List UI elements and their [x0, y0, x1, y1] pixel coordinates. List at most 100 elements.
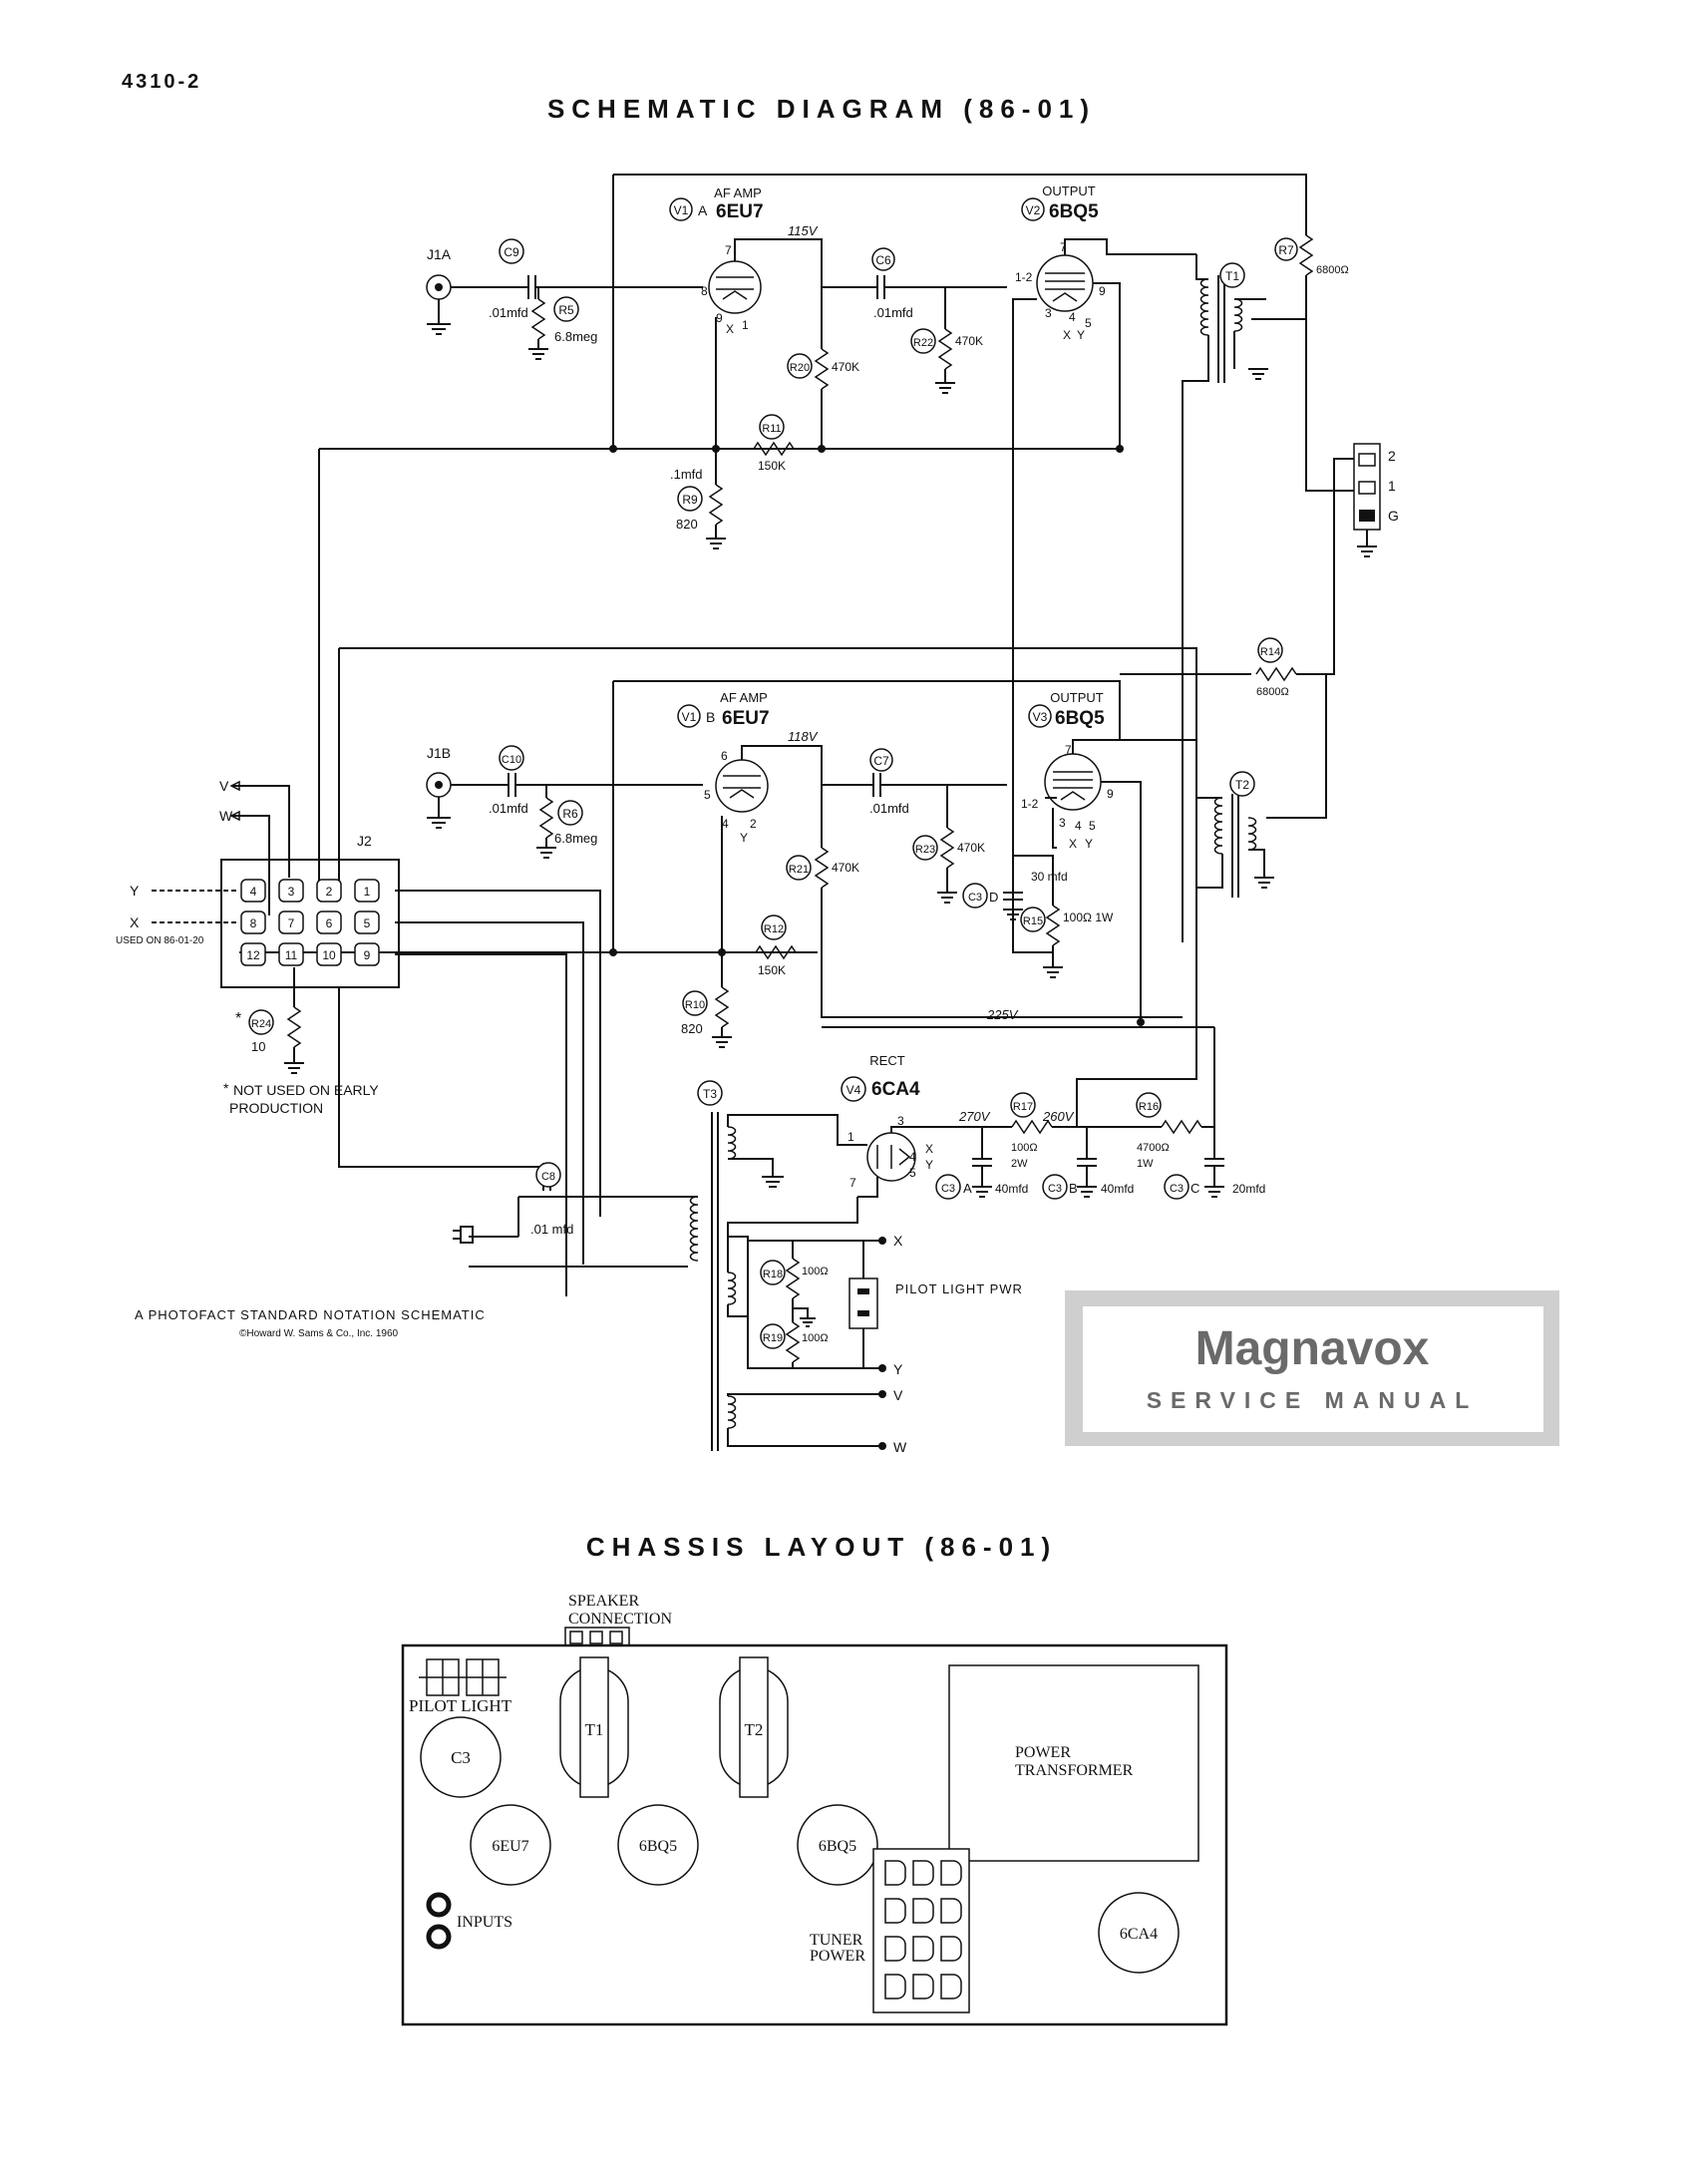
j2-pin-label: 5: [364, 916, 371, 930]
tuner-power-pin: [884, 1898, 906, 1924]
speaker-terminal-2: [1358, 453, 1376, 467]
tuner-power-pin: [912, 1860, 934, 1886]
t2-core: [1231, 794, 1239, 898]
r12-ref-circle: [761, 914, 787, 940]
r7-ref: R7: [1278, 243, 1294, 257]
v4-pin3: 3: [897, 1114, 904, 1128]
c10-value: .01mfd: [489, 801, 528, 816]
speaker-terminal-1-label: 1: [1388, 478, 1396, 494]
v3-x: X: [1069, 837, 1077, 851]
magnavox-logo: Magnavox SERVICE MANUAL: [1065, 1290, 1559, 1446]
v1a-pin9: 9: [716, 311, 723, 325]
r17-watt: 2W: [1011, 1158, 1028, 1170]
chassis-6bq5-label-1: 6BQ5: [639, 1838, 677, 1855]
t1-core: [1217, 275, 1225, 383]
v2-type: 6BQ5: [1049, 201, 1099, 222]
j2-pin-label: 3: [288, 885, 295, 899]
c3a-ref: C3: [941, 1183, 955, 1195]
chassis-t1-label: T1: [585, 1720, 604, 1739]
chassis-6bq5-socket-2: [797, 1804, 878, 1886]
v2-plate-wire: [1064, 238, 1196, 255]
j2-pin-box: [316, 910, 342, 934]
r5-ground: [528, 339, 548, 360]
r17-resistor: [1011, 1119, 1053, 1135]
r24-asterisk: *: [235, 1010, 241, 1027]
c3c-ref-circle: [1164, 1174, 1189, 1200]
speaker-connection-1: SPEAKER: [568, 1593, 639, 1610]
r11-ref: R11: [762, 423, 781, 435]
t2-ground: [1248, 849, 1274, 889]
power-transformer-1: POWER: [1015, 1744, 1071, 1761]
r18-ref-circle: [760, 1260, 786, 1285]
pilot-light-label: PILOT LIGHT: [409, 1696, 512, 1715]
j2-pin-label: 2: [326, 885, 333, 899]
chassis-6eu7-label: 6EU7: [492, 1838, 528, 1855]
c3b-value: 40mfd: [1101, 1182, 1134, 1196]
chassis-title: CHASSIS LAYOUT (86-01): [586, 1532, 1057, 1562]
j2-pin-box: [240, 879, 266, 903]
t3-hv-ground: [728, 1158, 784, 1188]
t3-tuner: [727, 1395, 737, 1429]
tap-w: W: [893, 1439, 907, 1455]
tuner-power-pin: [940, 1936, 962, 1962]
c9-value: .01mfd: [489, 305, 528, 320]
v4-type: 6CA4: [871, 1079, 920, 1100]
j2-pin-box: [316, 879, 342, 903]
r18-ref: R18: [763, 1269, 783, 1280]
v1b-pin6: 6: [721, 749, 728, 763]
r17-ref-circle: [1010, 1092, 1036, 1118]
c8-ref-circle: [535, 1162, 561, 1188]
j2-pin-box: [240, 910, 266, 934]
j2-pin-label: 12: [246, 948, 260, 962]
t3-ref: T3: [703, 1087, 717, 1101]
speaker-terminal-g-label: G: [1388, 508, 1399, 524]
v1a-ref-circle: [669, 197, 693, 221]
speaker-connector-pin-2: [589, 1631, 603, 1644]
j2-pin5-wire: [395, 921, 584, 1265]
v1b-bus-wire: [613, 680, 1121, 738]
r24-ref-circle: [248, 1009, 274, 1035]
top-bus-wire: [613, 174, 1307, 235]
t2-ref: T2: [1235, 778, 1249, 792]
b-plus-voltage: 225V: [986, 1007, 1019, 1022]
r14-ref-circle: [1257, 637, 1283, 663]
c7-value: .01mfd: [869, 801, 909, 816]
tuner-power-pin: [940, 1860, 962, 1886]
c6-capacitor: [876, 275, 885, 299]
r21-bottom: [821, 888, 1183, 1018]
t2-top-wire: [1195, 740, 1222, 799]
t3-heater-bottom: [727, 1304, 748, 1317]
r23-ground: [937, 868, 957, 904]
t2-ref-circle: [1229, 771, 1255, 797]
chassis-layout: SPEAKER CONNECTION PILOT LIGHT C3 T1 T2 …: [401, 1593, 1228, 2026]
t3-tuner-wires: [727, 1393, 882, 1447]
r16-ref: R16: [1139, 1101, 1159, 1113]
r22-ground: [935, 369, 955, 394]
v1b-pin2: 2: [750, 817, 757, 831]
input-jack-1: [426, 1892, 452, 1918]
r9-resistor: [708, 484, 724, 526]
c8-value: .01 mfd: [530, 1222, 573, 1237]
r12-resistor: [755, 944, 797, 960]
t2-bottom-wire: [1196, 854, 1223, 889]
t3-primary: [689, 1196, 699, 1262]
t3-heater: [727, 1272, 737, 1305]
r6-ref: R6: [562, 807, 578, 821]
t3-high-voltage: [727, 1126, 737, 1160]
r22-ref: R22: [913, 337, 933, 349]
r16-value: 4700Ω: [1137, 1142, 1170, 1154]
r15-ref: R15: [1023, 915, 1043, 927]
c7-capacitor: [872, 773, 881, 797]
v1b-tube: [715, 759, 769, 813]
v2-function: OUTPUT: [1042, 183, 1096, 198]
r23-resistor: [939, 827, 955, 869]
pilot-light-element-1: [857, 1288, 869, 1294]
r9-cap: .1mfd: [670, 467, 703, 482]
v3-cathode-wire: [1045, 797, 1057, 849]
tuner-power-pin: [912, 1974, 934, 2000]
r10-ref-circle: [682, 990, 708, 1016]
v4-pin7: 7: [849, 1176, 856, 1190]
v4-x: X: [925, 1142, 933, 1156]
